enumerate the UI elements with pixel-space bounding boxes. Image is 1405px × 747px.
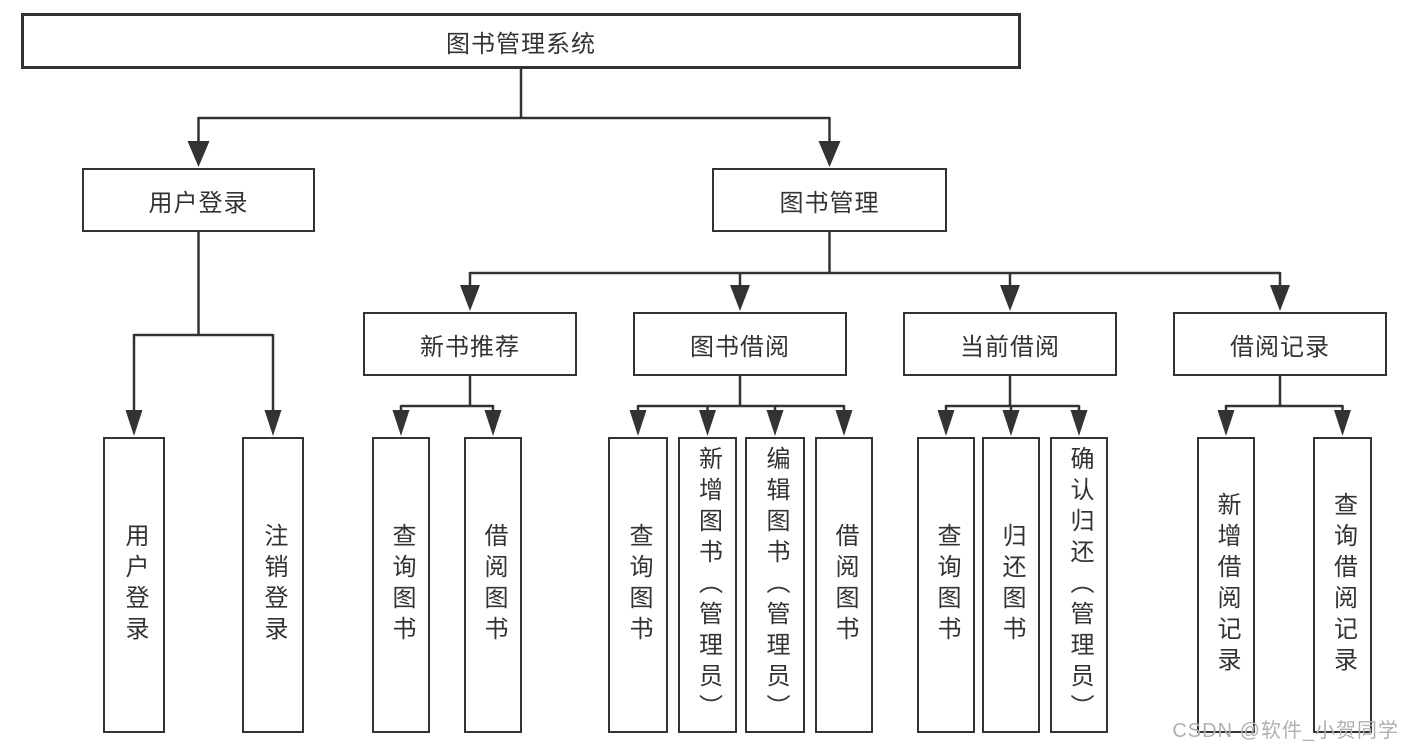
node-leaf-bb-add-book: 新增图书（管理员） (678, 437, 737, 733)
node-label-root: 图书管理系统 (446, 30, 596, 58)
arrowhead-icon (1334, 410, 1351, 436)
node-leaf-cb-return-book: 归还图书 (982, 437, 1040, 733)
node-leaf-cb-confirm-return: 确认归还（管理员） (1050, 437, 1108, 733)
arrowhead-icon (1000, 285, 1020, 311)
node-leaf-logout: 注销登录 (242, 437, 304, 733)
arrowhead-icon (392, 410, 410, 436)
node-borrow-records: 借阅记录 (1173, 312, 1387, 376)
arrowhead-icon (187, 141, 210, 167)
node-leaf-rec-query-book: 查询图书 (372, 437, 430, 733)
node-new-book-recommend: 新书推荐 (363, 312, 577, 376)
node-leaf-bb-query-book: 查询图书 (608, 437, 668, 733)
node-label-user-login: 用户登录 (148, 189, 249, 217)
node-book-borrow: 图书借阅 (633, 312, 847, 376)
node-leaf-cb-query-book: 查询图书 (917, 437, 975, 733)
node-label-leaf-bb-add-book: 新增图书（管理员） (694, 445, 722, 725)
node-label-leaf-br-query-record: 查询借阅记录 (1329, 492, 1357, 678)
node-current-borrow: 当前借阅 (903, 312, 1117, 376)
node-label-leaf-rec-query-book: 查询图书 (388, 523, 415, 647)
node-book-management: 图书管理 (712, 168, 947, 232)
arrowhead-icon (818, 141, 841, 167)
arrowhead-icon (484, 410, 502, 436)
arrowhead-icon (1002, 410, 1020, 436)
arrowhead-icon (1217, 410, 1235, 436)
node-leaf-br-add-record: 新增借阅记录 (1197, 437, 1255, 733)
node-label-leaf-br-add-record: 新增借阅记录 (1213, 492, 1240, 678)
node-leaf-rec-borrow-book: 借阅图书 (464, 437, 522, 733)
node-label-leaf-user-login: 用户登录 (121, 523, 148, 647)
arrowhead-icon (937, 410, 955, 436)
node-label-leaf-cb-confirm-return: 确认归还（管理员） (1066, 445, 1093, 725)
node-label-leaf-cb-query-book: 查询图书 (933, 523, 960, 647)
node-label-leaf-rec-borrow-book: 借阅图书 (480, 523, 507, 647)
arrowhead-icon (125, 410, 143, 436)
node-label-leaf-bb-borrow-book: 借阅图书 (831, 523, 858, 647)
arrowhead-icon (629, 410, 647, 436)
arrowhead-icon (835, 410, 853, 436)
node-label-leaf-bb-query-book: 查询图书 (625, 523, 652, 647)
node-leaf-user-login: 用户登录 (103, 437, 165, 733)
node-user-login: 用户登录 (82, 168, 315, 232)
node-label-new-book-recommend: 新书推荐 (420, 333, 520, 361)
arrowhead-icon (264, 410, 282, 436)
arrowhead-icon (766, 410, 784, 436)
arrowhead-icon (699, 410, 716, 436)
watermark: CSDN @软件_小贺同学 (1172, 720, 1399, 742)
node-label-book-borrow: 图书借阅 (690, 333, 790, 361)
arrowhead-icon (1270, 285, 1290, 311)
arrowhead-icon (730, 285, 750, 311)
arrowhead-icon (1070, 410, 1088, 436)
node-leaf-bb-edit-book: 编辑图书（管理员） (745, 437, 805, 733)
node-label-leaf-bb-edit-book: 编辑图书（管理员） (762, 445, 789, 725)
node-label-borrow-records: 借阅记录 (1230, 333, 1330, 361)
node-label-leaf-cb-return-book: 归还图书 (998, 523, 1025, 647)
node-label-book-management: 图书管理 (779, 189, 880, 217)
node-leaf-bb-borrow-book: 借阅图书 (815, 437, 873, 733)
node-label-leaf-logout: 注销登录 (260, 523, 287, 647)
node-root: 图书管理系统 (21, 13, 1021, 69)
arrowhead-icon (460, 285, 480, 311)
node-leaf-br-query-record: 查询借阅记录 (1313, 437, 1372, 733)
node-label-current-borrow: 当前借阅 (960, 333, 1060, 361)
